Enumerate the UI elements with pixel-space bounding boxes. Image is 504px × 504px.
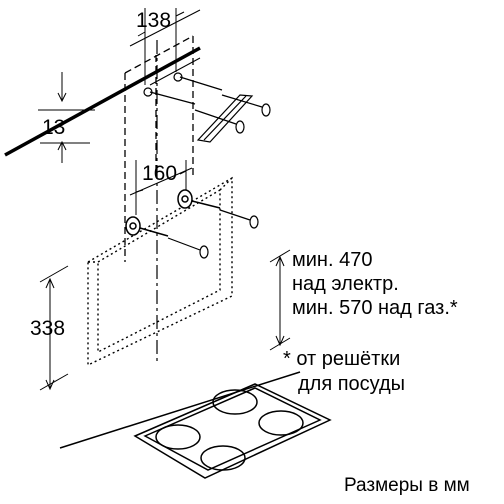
dim-label-138: 138 [136,9,172,32]
wall-hook-right [177,189,221,209]
screw-top-2 [194,109,245,134]
dimension-338 [39,265,69,391]
units-caption: Размеры в мм [344,475,470,496]
note-min-electric-1: мин. 470 [292,249,373,271]
dim-label-338: 338 [30,317,66,340]
note-min-electric-2: над электр. [292,273,399,295]
dimension-160 [129,160,193,215]
cooktop [59,371,332,479]
dimension-13 [38,72,95,163]
footnote-line-2: для посуды [298,373,406,395]
dim-label-13: 13 [42,116,66,139]
screw-wall-1 [219,209,259,229]
dim-label-160: 160 [142,162,178,185]
screw-wall-2 [167,237,209,259]
dimension-138 [129,8,201,85]
footnote-line-1: * от решётки [283,348,401,370]
ceiling-bracket-right [196,94,254,143]
wall-hook-left [125,216,169,237]
upper-chimney-outline [124,35,194,262]
screw-top-1 [221,94,271,117]
ceiling-bracket-left [143,72,223,105]
dimension-min-distance [269,249,291,351]
note-min-gas: мин. 570 над газ.* [292,297,458,319]
ceiling-line [4,46,201,157]
